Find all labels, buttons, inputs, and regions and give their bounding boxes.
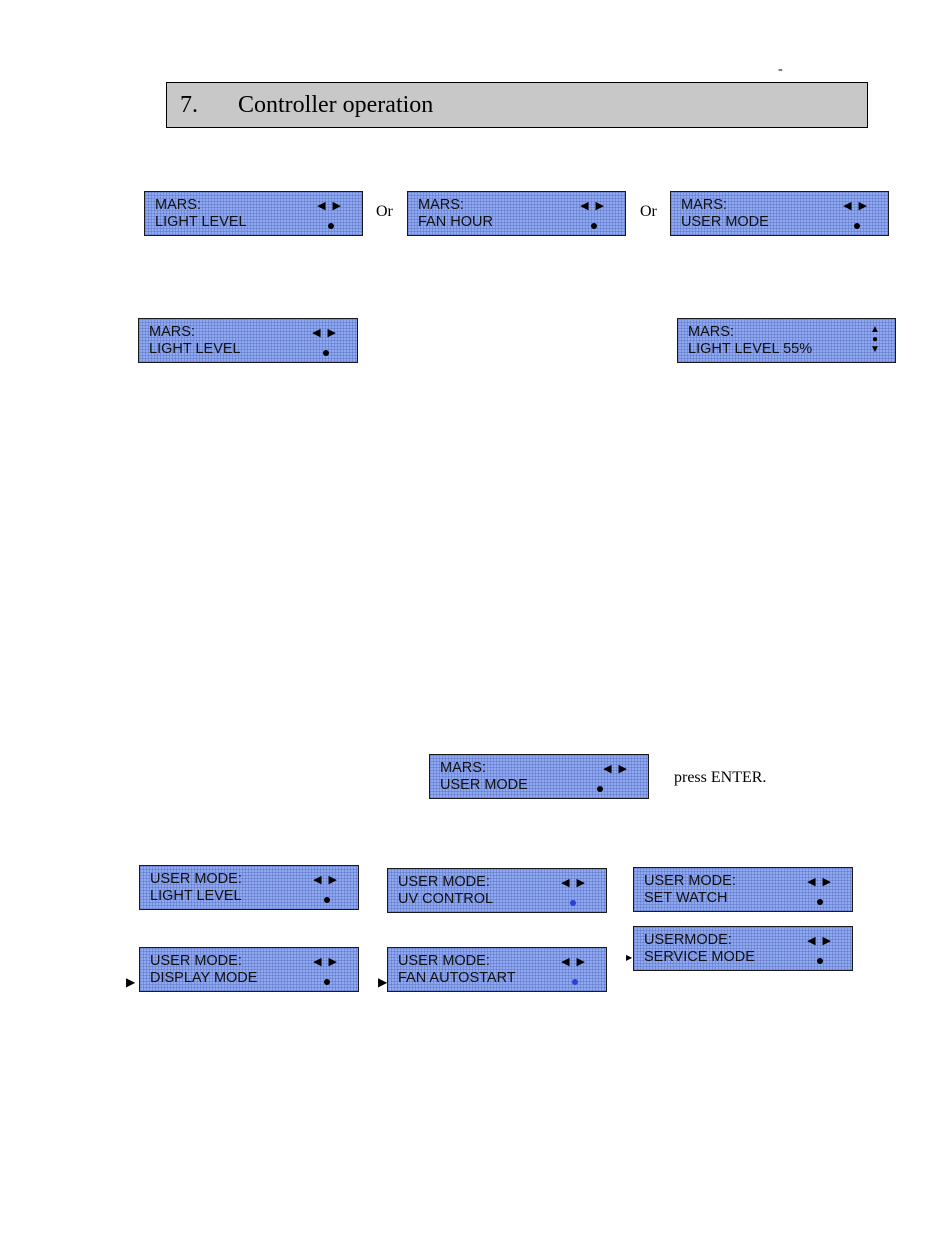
lcd-line-2: LIGHT LEVEL bbox=[149, 341, 241, 357]
enter-dot-icon bbox=[817, 899, 823, 905]
left-right-arrows-icon: ◀▶ bbox=[843, 200, 874, 212]
lcd-user-mode-set-watch: USER MODE: SET WATCH ◀▶ bbox=[633, 867, 853, 912]
corner-mark: - bbox=[778, 62, 783, 77]
lcd-user-mode-uv-control: USER MODE: UV CONTROL ◀▶ bbox=[387, 868, 607, 913]
lcd-line-1: MARS: bbox=[688, 324, 734, 340]
enter-dot-icon bbox=[854, 223, 860, 229]
lcd-line-1: MARS: bbox=[418, 197, 464, 213]
enter-dot-icon bbox=[572, 979, 578, 985]
lcd-line-2: USER MODE bbox=[681, 214, 769, 230]
lcd-line-1: USER MODE: bbox=[398, 874, 490, 890]
enter-dot-icon bbox=[324, 897, 330, 903]
enter-dot-icon bbox=[591, 223, 597, 229]
lcd-line-1: USERMODE: bbox=[644, 932, 732, 948]
section-title: Controller operation bbox=[238, 91, 434, 118]
enter-dot-icon bbox=[817, 958, 823, 964]
lcd-light-level-value: MARS: LIGHT LEVEL 55% ▲●▼ bbox=[677, 318, 896, 363]
enter-dot-icon bbox=[328, 223, 334, 229]
left-right-arrows-icon: ◀▶ bbox=[603, 763, 634, 775]
lcd-line-2: LIGHT LEVEL 55% bbox=[688, 341, 813, 357]
lcd-line-1: USER MODE: bbox=[150, 953, 242, 969]
lcd-line-2: USER MODE bbox=[440, 777, 528, 793]
lcd-user-mode-service-mode: USERMODE: SERVICE MODE ◀▶ bbox=[633, 926, 853, 971]
left-right-arrows-icon: ◀▶ bbox=[580, 200, 611, 212]
pointer-arrow-icon: ▶ bbox=[378, 975, 388, 989]
enter-dot-icon bbox=[323, 350, 329, 356]
lcd-line-2: DISPLAY MODE bbox=[150, 970, 258, 986]
pointer-arrow-icon: ▶ bbox=[126, 975, 136, 989]
left-right-arrows-icon: ◀▶ bbox=[561, 956, 592, 968]
left-right-arrows-icon: ◀▶ bbox=[313, 874, 344, 886]
enter-dot-icon bbox=[570, 900, 576, 906]
lcd-line-2: SERVICE MODE bbox=[644, 949, 755, 965]
lcd-line-2: LIGHT LEVEL bbox=[150, 888, 242, 904]
section-header: 7. Controller operation bbox=[166, 82, 868, 128]
separator-or: Or bbox=[640, 203, 657, 220]
lcd-menu-light-level: MARS: LIGHT LEVEL ◀▶ bbox=[144, 191, 363, 236]
left-right-arrows-icon: ◀▶ bbox=[807, 935, 838, 947]
enter-dot-icon bbox=[597, 786, 603, 792]
lcd-line-2: FAN AUTOSTART bbox=[398, 970, 516, 986]
lcd-menu-user-mode: MARS: USER MODE ◀▶ bbox=[670, 191, 889, 236]
instruction-press-enter: press ENTER. bbox=[674, 769, 767, 786]
lcd-line-2: UV CONTROL bbox=[398, 891, 494, 907]
lcd-line-2: SET WATCH bbox=[644, 890, 728, 906]
left-right-arrows-icon: ◀▶ bbox=[317, 200, 348, 212]
lcd-line-1: MARS: bbox=[681, 197, 727, 213]
lcd-line-1: MARS: bbox=[155, 197, 201, 213]
lcd-line-1: MARS: bbox=[149, 324, 195, 340]
enter-dot-icon bbox=[324, 979, 330, 985]
lcd-line-1: MARS: bbox=[440, 760, 486, 776]
lcd-menu-fan-hour: MARS: FAN HOUR ◀▶ bbox=[407, 191, 626, 236]
lcd-enter-user-mode: MARS: USER MODE ◀▶ bbox=[429, 754, 649, 799]
lcd-user-mode-fan-autostart: USER MODE: FAN AUTOSTART ◀▶ bbox=[387, 947, 607, 992]
up-down-arrows-icon: ▲●▼ bbox=[870, 324, 880, 355]
lcd-line-1: USER MODE: bbox=[398, 953, 490, 969]
lcd-line-2: LIGHT LEVEL bbox=[155, 214, 247, 230]
left-right-arrows-icon: ◀▶ bbox=[807, 876, 838, 888]
lcd-line-1: USER MODE: bbox=[150, 871, 242, 887]
lcd-select-light-level: MARS: LIGHT LEVEL ◀▶ bbox=[138, 318, 358, 363]
pointer-arrow-icon: ▶ bbox=[626, 953, 633, 962]
left-right-arrows-icon: ◀▶ bbox=[313, 956, 344, 968]
lcd-line-1: USER MODE: bbox=[644, 873, 736, 889]
lcd-user-mode-light-level: USER MODE: LIGHT LEVEL ◀▶ bbox=[139, 865, 359, 910]
section-number: 7. bbox=[180, 91, 198, 118]
left-right-arrows-icon: ◀▶ bbox=[561, 877, 592, 889]
separator-or: Or bbox=[376, 203, 393, 220]
lcd-user-mode-display-mode: USER MODE: DISPLAY MODE ◀▶ bbox=[139, 947, 359, 992]
left-right-arrows-icon: ◀▶ bbox=[312, 327, 343, 339]
lcd-line-2: FAN HOUR bbox=[418, 214, 493, 230]
